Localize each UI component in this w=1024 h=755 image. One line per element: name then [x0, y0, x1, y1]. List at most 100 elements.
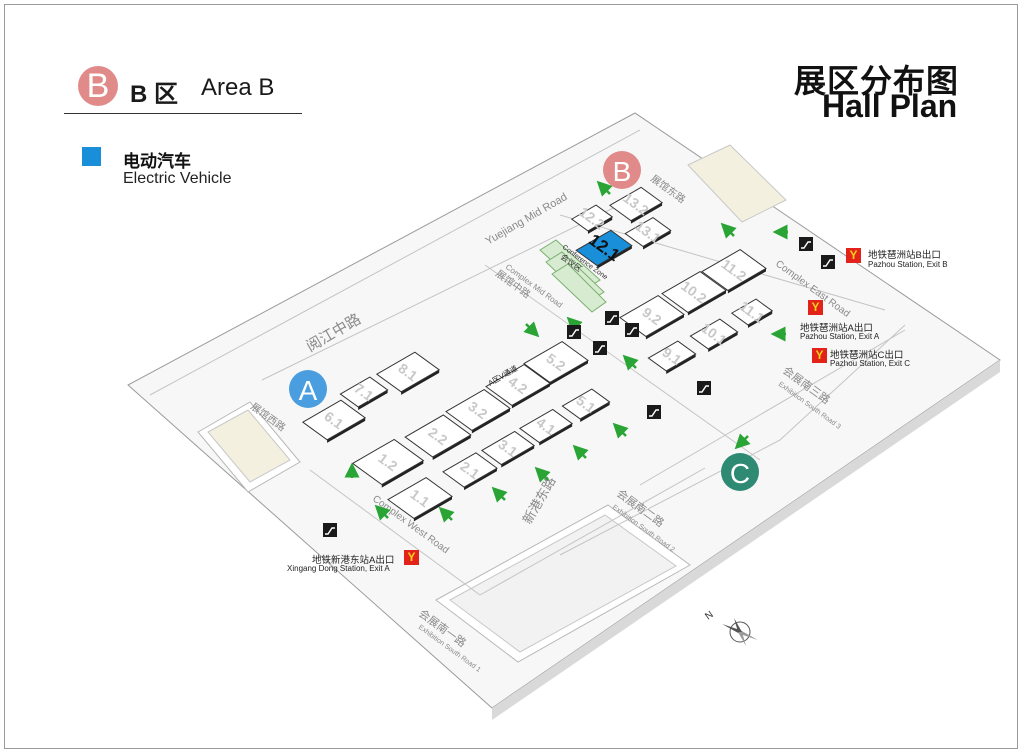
hall-1-2[interactable]: 1.2: [351, 438, 425, 488]
lot-east: [687, 144, 787, 223]
hall-shadow: [708, 331, 738, 352]
hall-outline: [570, 204, 614, 232]
escalator-glyph: [607, 315, 617, 323]
entrance-arrow-icon: [612, 422, 629, 439]
zone-c-badge-icon[interactable]: C: [721, 453, 759, 491]
entrance-arrow-icon: [734, 433, 751, 450]
entrance-arrow-icon: [374, 504, 391, 521]
entrance-arrow-icon: [438, 506, 455, 523]
hall-outline: [480, 430, 536, 466]
station-label-pazhou-a-zh[interactable]: 地铁琶洲站A出口: [800, 323, 873, 334]
hall-shadow: [358, 389, 388, 410]
hall-1-1[interactable]: 1.1: [387, 477, 453, 522]
entrance-arrows: [344, 180, 788, 523]
hall-outline: [339, 376, 389, 408]
hall-shadow: [687, 290, 726, 316]
escalator-glyph: [801, 241, 811, 249]
hall-11-2[interactable]: 11.2: [701, 249, 767, 294]
hall-shadow: [381, 460, 424, 488]
hall-shadow: [549, 360, 588, 386]
entrance-arrow-icon: [596, 180, 613, 197]
hall-4-1[interactable]: 4.1: [518, 408, 574, 446]
hall-10-1[interactable]: 10.1: [689, 318, 739, 352]
hall-shadow: [501, 445, 535, 468]
station-label-pazhou-c-zh[interactable]: 地铁琶洲站C出口: [830, 350, 904, 361]
hall-shadow: [464, 468, 497, 491]
hall-shadow: [747, 310, 773, 328]
hall-shadow: [327, 417, 366, 443]
hall-shadow: [587, 216, 613, 234]
legend-swatch-ev: [82, 147, 101, 166]
hall-7-1[interactable]: 7.1: [339, 376, 389, 410]
hall-outline: [375, 351, 441, 393]
hall-shadow: [471, 408, 510, 434]
entrance-arrow-icon: [720, 222, 737, 239]
metro-logo-icon: Y: [404, 550, 419, 565]
svg-text:A: A: [299, 375, 318, 406]
hall-outline: [624, 216, 672, 248]
hall-10-2[interactable]: 10.2: [661, 271, 727, 316]
zone-b-badge-icon[interactable]: B: [603, 151, 641, 189]
hall-3-1[interactable]: 3.1: [480, 430, 536, 468]
hall-outline: [561, 388, 611, 420]
metro-logo-icon: Y: [808, 300, 823, 315]
hall-2-2[interactable]: 2.2: [404, 414, 472, 460]
station-label-pazhou-b-zh[interactable]: 地铁琶洲站B出口: [868, 250, 941, 261]
zone-a-badge-icon[interactable]: A: [289, 370, 327, 408]
hall-outline: [689, 318, 739, 350]
station-label-pazhou-b-en[interactable]: Pazhou Station, Exit B: [868, 260, 948, 269]
page-title-en: Hall Plan: [822, 88, 958, 124]
entrance-arrow-icon: [523, 321, 540, 338]
conference-zone[interactable]: 会议区 Conference Zone: [539, 239, 609, 313]
hall-shadow: [727, 268, 766, 294]
hall-6-1[interactable]: 6.1: [301, 399, 367, 443]
hall-shadow: [511, 383, 550, 409]
hall-shadow: [580, 401, 610, 422]
hall-3-2[interactable]: 3.2: [445, 389, 511, 434]
station-label-pazhou-c-en[interactable]: Pazhou Station, Exit C: [830, 359, 911, 368]
escalator-glyph: [595, 345, 605, 353]
station-label-pazhou-a-en[interactable]: Pazhou Station, Exit A: [800, 332, 880, 341]
escalator-glyph: [627, 327, 637, 335]
hall-outline: [445, 389, 511, 431]
header-divider: [64, 113, 302, 114]
station-label-xingang-a-en[interactable]: Xingang Dong Station, Exit A: [287, 564, 390, 573]
hall-outline: [523, 341, 589, 383]
hall-shadow: [401, 369, 440, 395]
hall-shadow: [643, 230, 671, 250]
hall-outline: [351, 438, 425, 486]
compass-icon: N: [703, 609, 758, 646]
metro-logo-icon: Y: [812, 348, 827, 363]
metro-logo-icon: Y: [846, 248, 861, 263]
hall-12-1[interactable]: 12.1: [575, 229, 633, 269]
page-title-zh: 展区分布图: [794, 63, 960, 99]
station-label-xingang-a-zh[interactable]: 地铁新港东站A出口: [312, 555, 395, 566]
hall-shadow: [597, 245, 632, 269]
parking-lot-west-inner: [207, 409, 291, 483]
hall-outline: [575, 229, 633, 267]
hall-outline: [518, 408, 574, 444]
hall-outline: [701, 249, 767, 291]
compass-n-label: N: [703, 609, 715, 622]
hall-outline: [608, 186, 664, 222]
hall-outline: [647, 340, 697, 372]
hall-2-1[interactable]: 2.1: [442, 452, 498, 491]
escalator-glyph: [699, 385, 709, 393]
hall-outline: [730, 298, 774, 326]
area-title-zh: B 区: [130, 81, 178, 108]
legend-label-zh: 电动汽车: [123, 152, 191, 171]
escalator-glyph: [325, 527, 335, 535]
hall-8-1[interactable]: 8.1: [375, 351, 441, 395]
entrance-arrow-icon: [491, 486, 508, 503]
escalator-glyph: [649, 409, 659, 417]
escalator-icons: [323, 237, 835, 537]
hall-13-2[interactable]: 13.2: [608, 186, 664, 224]
hall-5-2[interactable]: 5.2: [523, 341, 589, 386]
hall-5-1[interactable]: 5.1: [561, 388, 611, 422]
hall-shadow: [666, 353, 696, 374]
hall-13-1[interactable]: 13.1: [624, 216, 672, 250]
road-lines: [149, 129, 906, 596]
hall-outline: [301, 399, 367, 441]
